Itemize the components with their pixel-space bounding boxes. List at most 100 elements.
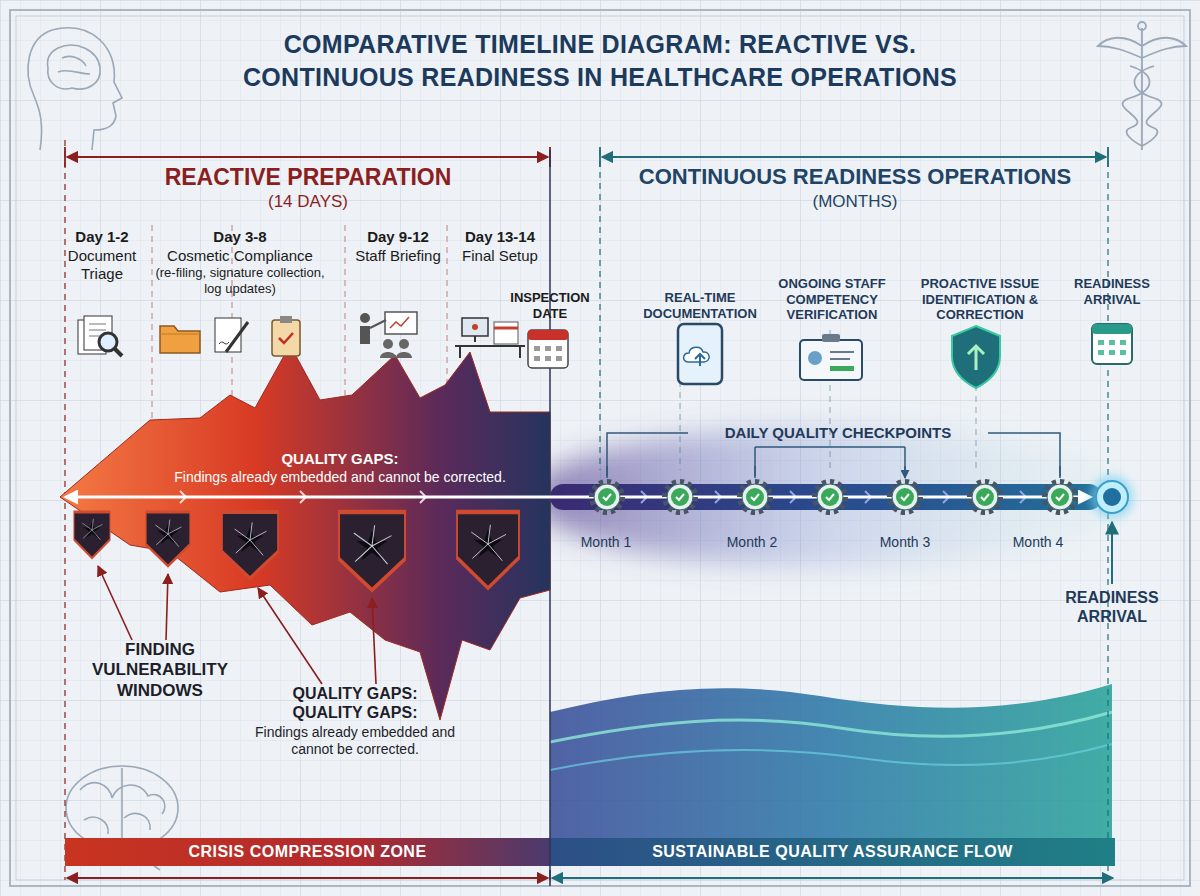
badge-icon [830, 366, 854, 371]
checkpoint-gear [594, 484, 620, 510]
triage-icon [99, 333, 117, 351]
node-heading: QUALITY GAPS: [150, 450, 530, 468]
checkpoint-gear [1045, 482, 1075, 512]
text-label: INSPECTION DATE [497, 290, 603, 321]
checkpoint-gear [817, 484, 843, 510]
text-label: Findings already embedded and cannot be … [235, 724, 475, 758]
triage-icon [78, 316, 122, 356]
span-bracket [549, 870, 551, 886]
frame-border [10, 10, 1190, 886]
shield-icon [952, 326, 1000, 388]
briefing-icon [396, 352, 412, 358]
checkpoint-gear [821, 488, 839, 506]
leader-arrow [98, 566, 132, 640]
text-label: Day 1-2 [57, 228, 147, 246]
node-body: Findings already embedded and cannot be … [125, 469, 555, 486]
briefing-icon [360, 313, 370, 323]
text-label: PROACTIVE ISSUE IDENTIFICATION & CORRECT… [905, 276, 1055, 323]
checkpoint-gear [603, 494, 611, 500]
checkpoint-gear [592, 482, 622, 512]
text-label: Month 2 [712, 534, 792, 551]
text-label: Final Setup [450, 247, 550, 265]
diagram-title: COMPARATIVE TIMELINE DIAGRAM: REACTIVE V… [120, 28, 1080, 93]
text-label: Day 13-14 [452, 228, 548, 246]
timeline-band [550, 484, 1102, 510]
triage-icon [78, 320, 106, 354]
text-label: DAILY QUALITY CHECKPOINTS [688, 424, 988, 442]
checkpoint-gear [901, 494, 909, 500]
calendar-icon [528, 330, 568, 340]
badge-icon [800, 340, 862, 380]
briefing-icon [399, 339, 409, 349]
checkpoint-gear [665, 482, 695, 512]
checkpoint-gear [746, 488, 764, 506]
calendar-icon [1092, 324, 1132, 364]
text-label: REACTIVE PREPARATION [88, 164, 528, 192]
checkpoint-gear [742, 484, 768, 510]
span-bracket [67, 156, 548, 158]
caduceus-illustration [1098, 22, 1186, 150]
briefing-icon [360, 312, 417, 358]
signature-icon [215, 318, 241, 352]
dashed-guide [64, 140, 65, 880]
zone-band: SUSTAINABLE QUALITY ASSURANCE FLOW [550, 838, 1115, 866]
tablet-icon [678, 324, 722, 384]
triage-icon [84, 316, 112, 350]
shield-icon [968, 346, 984, 370]
checkpoint-gear [890, 482, 920, 512]
tablet-icon [684, 347, 710, 362]
text-label: Day 9-12 [348, 228, 448, 246]
checkpoint-gear [676, 494, 684, 500]
setup-icon [462, 318, 488, 336]
text-label: Staff Briefing [338, 247, 458, 265]
calendar-icon [1092, 324, 1132, 364]
checkpoint-gear [592, 482, 622, 512]
dashed-guide [599, 150, 600, 470]
badge-icon [830, 352, 854, 359]
band-label: CRISIS COMPRESSION ZONE [65, 838, 550, 866]
head-illustration [28, 30, 52, 150]
signature-icon [219, 342, 229, 344]
text-label: REAL-TIME DOCUMENTATION [635, 290, 765, 321]
text-label: (re-filing, signature collection, log up… [155, 265, 325, 296]
readiness-point [1090, 475, 1134, 519]
folder-icon [160, 326, 200, 353]
checkpoint-gear [972, 484, 998, 510]
checkpoint-arrowhead [607, 466, 1060, 478]
checkpoint-gear [1056, 494, 1064, 500]
triage-icon [114, 348, 122, 356]
tablet-icon [678, 324, 722, 384]
text-label: Day 3-8 [180, 228, 300, 246]
calendar-icon [528, 330, 568, 368]
text-label: READINESS ARRIVAL [1057, 588, 1167, 626]
readiness-glow [530, 427, 1130, 567]
readiness-point [1096, 481, 1128, 513]
checkpoint-gear [815, 482, 845, 512]
badge-icon [822, 334, 840, 342]
frame-border [16, 16, 1184, 880]
calendar-icon [528, 330, 568, 368]
dashed-guide [1107, 150, 1108, 880]
text-label: Month 1 [566, 534, 646, 551]
briefing-icon [385, 312, 417, 334]
checkpoint-gear [890, 482, 920, 512]
briefing-icon [370, 320, 386, 328]
checkpoint-gear [1051, 488, 1069, 506]
crisis-outline [60, 345, 550, 720]
span-bracket [67, 877, 548, 879]
setup-icon [455, 346, 525, 358]
folder-icon [160, 334, 200, 335]
text-label: Document Triage [56, 247, 148, 283]
setup-icon [472, 324, 478, 330]
head-illustration [47, 45, 100, 89]
brain-illustration [80, 768, 165, 848]
checkpoint-gear [826, 494, 834, 500]
text-label: FINDING VULNERABILITY WINDOWS [85, 640, 235, 701]
calendar-icon [534, 346, 562, 361]
caduceus-illustration [1098, 38, 1186, 58]
band-label: SUSTAINABLE QUALITY ASSURANCE FLOW [550, 838, 1115, 866]
